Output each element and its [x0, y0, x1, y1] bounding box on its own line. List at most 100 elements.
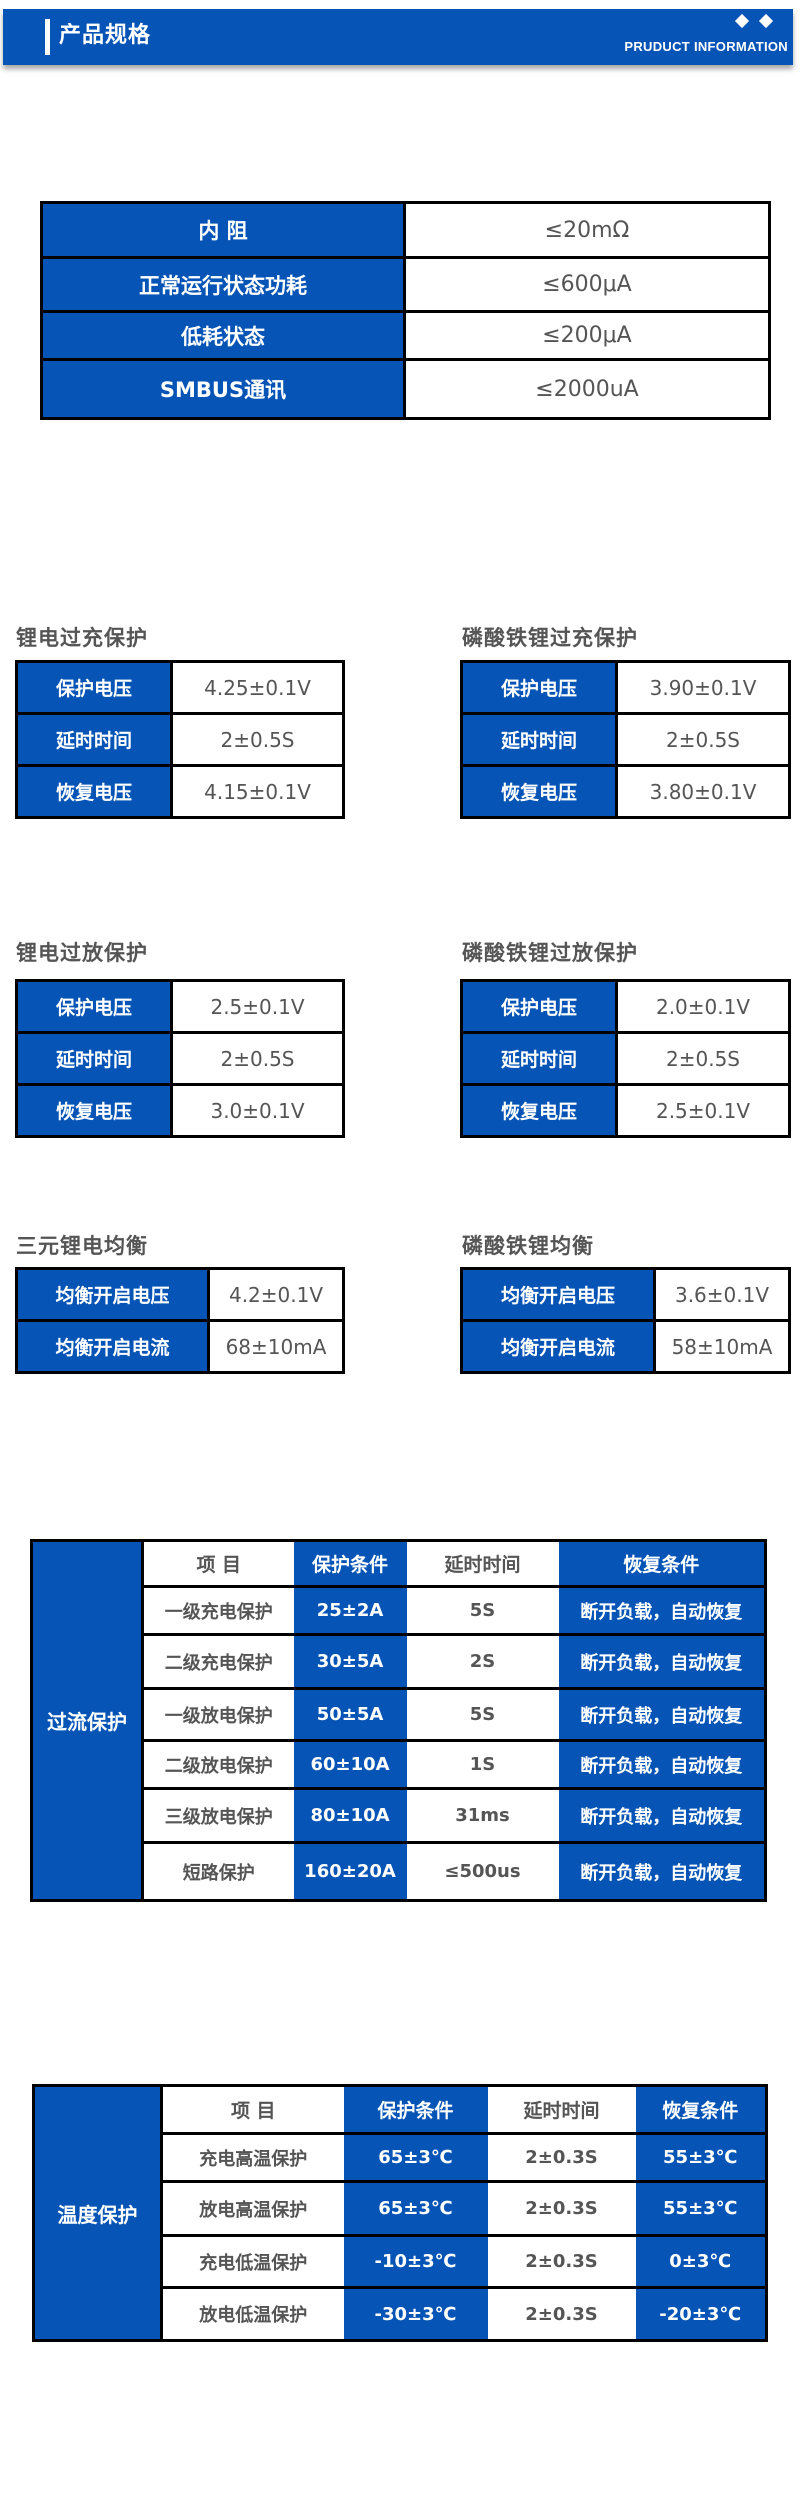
condition-cell: 80±10A	[293, 1787, 407, 1844]
table-row: 内 阻 ≤20mΩ	[40, 201, 771, 259]
item-cell: 放电高温保护	[161, 2180, 344, 2237]
header-condition: 保护条件	[343, 2085, 488, 2135]
header-recovery: 恢复条件	[635, 2085, 767, 2135]
param-label: 保护电压	[15, 660, 173, 715]
header-item: 项 目	[142, 1540, 294, 1588]
recovery-cell: 断开负载，自动恢复	[558, 1687, 766, 1742]
recovery-cell: 断开负载，自动恢复	[558, 1787, 766, 1844]
param-value: 58±10mA	[653, 1319, 791, 1374]
delay-cell: 5S	[406, 1687, 559, 1742]
table-row: 充电低温保护 -10±3℃ 2±0.3S 0±3℃	[34, 2234, 767, 2289]
table-row: 一级充电保护 25±2A 5S 断开负载，自动恢复	[32, 1585, 766, 1636]
diamond-icons	[733, 13, 777, 30]
param-label: 延时时间	[15, 712, 173, 767]
table-row: 三级放电保护 80±10A 31ms 断开负载，自动恢复	[32, 1787, 766, 1844]
lfp-balance-title: 磷酸铁锂均衡	[462, 1234, 594, 1258]
param-value: 4.15±0.1V	[170, 764, 345, 819]
param-value: 2.5±0.1V	[615, 1083, 791, 1138]
item-cell: 放电低温保护	[161, 2286, 344, 2342]
header-condition: 保护条件	[293, 1540, 407, 1588]
param-label: 延时时间	[460, 712, 618, 767]
param-value: 2.0±0.1V	[615, 979, 791, 1034]
table-row: 均衡开启电压 4.2±0.1V	[15, 1267, 345, 1322]
diamond-icon	[734, 13, 750, 29]
table-row: 均衡开启电流 68±10mA	[15, 1319, 345, 1374]
param-label: 恢复电压	[15, 1083, 173, 1138]
param-value: 4.2±0.1V	[207, 1267, 345, 1322]
param-value: 3.80±0.1V	[615, 764, 791, 819]
ternary-balance-table: 均衡开启电压 4.2±0.1V 均衡开启电流 68±10mA	[15, 1267, 345, 1374]
table-row: 延时时间 2±0.5S	[460, 1031, 791, 1086]
delay-cell: 2±0.3S	[487, 2286, 636, 2342]
item-cell: 二级放电保护	[142, 1739, 294, 1790]
delay-cell: 1S	[406, 1739, 559, 1790]
table-row: 延时时间 2±0.5S	[15, 712, 345, 767]
recovery-cell: 断开负载，自动恢复	[558, 1739, 766, 1790]
param-label: 延时时间	[460, 1031, 618, 1086]
item-cell: 一级充电保护	[142, 1585, 294, 1636]
param-label: 保护电压	[460, 660, 618, 715]
delay-cell: 2S	[406, 1633, 559, 1690]
table-row: 二级充电保护 30±5A 2S 断开负载，自动恢复	[32, 1633, 766, 1690]
category-cell: 过流保护	[30, 1539, 144, 1902]
table-row: 恢复电压 3.80±0.1V	[460, 764, 791, 819]
recovery-cell: 断开负载，自动恢复	[558, 1841, 766, 1902]
table-row: 均衡开启电流 58±10mA	[460, 1319, 791, 1374]
lfp-overcharge-title: 磷酸铁锂过充保护	[462, 626, 638, 650]
category-cell: 温度保护	[32, 2084, 163, 2342]
table-row: 短路保护 160±20A ≤500us 断开负载，自动恢复	[32, 1841, 766, 1902]
param-value: 2±0.5S	[170, 1031, 345, 1086]
li-overdischarge-table: 保护电压 2.5±0.1V 延时时间 2±0.5S 恢复电压 3.0±0.1V	[15, 979, 345, 1138]
li-overcharge-title: 锂电过充保护	[16, 626, 148, 650]
param-value: 4.25±0.1V	[170, 660, 345, 715]
param-label: 保护电压	[15, 979, 173, 1034]
param-label: 恢复电压	[15, 764, 173, 819]
li-overdischarge-title: 锂电过放保护	[16, 941, 148, 965]
header-recovery: 恢复条件	[558, 1540, 766, 1588]
spec-label: 低耗状态	[40, 310, 405, 361]
table-row: 恢复电压 2.5±0.1V	[460, 1083, 791, 1138]
spec-value: ≤200μA	[403, 310, 771, 361]
lfp-overcharge-table: 保护电压 3.90±0.1V 延时时间 2±0.5S 恢复电压 3.80±0.1…	[460, 660, 791, 819]
item-cell: 短路保护	[142, 1841, 294, 1902]
overcurrent-table: 过流保护 项 目 保护条件 延时时间 恢复条件 一级充电保护 25±2A 5S …	[30, 1539, 767, 1902]
table-row: 延时时间 2±0.5S	[460, 712, 791, 767]
spec-table: 内 阻 ≤20mΩ 正常运行状态功耗 ≤600μA 低耗状态 ≤200μA SM…	[40, 201, 771, 420]
recovery-cell: -20±3℃	[635, 2286, 767, 2342]
table-row: 正常运行状态功耗 ≤600μA	[40, 256, 771, 313]
param-label: 延时时间	[15, 1031, 173, 1086]
table-row: 保护电压 3.90±0.1V	[460, 660, 791, 715]
delay-cell: 5S	[406, 1585, 559, 1636]
delay-cell: 2±0.3S	[487, 2132, 636, 2183]
condition-cell: 160±20A	[293, 1841, 407, 1902]
condition-cell: 65±3℃	[343, 2132, 488, 2183]
param-value: 3.90±0.1V	[615, 660, 791, 715]
condition-cell: 30±5A	[293, 1633, 407, 1690]
lfp-overdischarge-title: 磷酸铁锂过放保护	[462, 941, 638, 965]
condition-cell: 60±10A	[293, 1739, 407, 1790]
param-label: 均衡开启电压	[15, 1267, 210, 1322]
param-value: 2±0.5S	[170, 712, 345, 767]
recovery-cell: 0±3℃	[635, 2234, 767, 2289]
param-label: 均衡开启电流	[15, 1319, 210, 1374]
delay-cell: 2±0.3S	[487, 2180, 636, 2237]
spec-value: ≤2000uA	[403, 358, 771, 420]
table-row: SMBUS通讯 ≤2000uA	[40, 358, 771, 420]
condition-cell: 50±5A	[293, 1687, 407, 1742]
item-cell: 一级放电保护	[142, 1687, 294, 1742]
ternary-balance-title: 三元锂电均衡	[16, 1234, 148, 1258]
param-value: 2.5±0.1V	[170, 979, 345, 1034]
table-header-row: 温度保护 项 目 保护条件 延时时间 恢复条件	[32, 2084, 767, 2342]
table-row: 放电低温保护 -30±3℃ 2±0.3S -20±3℃	[34, 2286, 767, 2342]
item-cell: 充电高温保护	[161, 2132, 344, 2183]
title-accent-bar	[45, 19, 50, 55]
temperature-table: 温度保护 项 目 保护条件 延时时间 恢复条件 充电高温保护 65±3℃ 2±0…	[32, 2084, 768, 2342]
condition-cell: -30±3℃	[343, 2286, 488, 2342]
spec-value: ≤600μA	[403, 256, 771, 313]
table-row: 保护电压 2.5±0.1V	[15, 979, 345, 1034]
recovery-cell: 断开负载，自动恢复	[558, 1633, 766, 1690]
recovery-cell: 55±3℃	[635, 2180, 767, 2237]
param-value: 2±0.5S	[615, 1031, 791, 1086]
table-row: 均衡开启电压 3.6±0.1V	[460, 1267, 791, 1322]
lfp-overdischarge-table: 保护电压 2.0±0.1V 延时时间 2±0.5S 恢复电压 2.5±0.1V	[460, 979, 791, 1138]
